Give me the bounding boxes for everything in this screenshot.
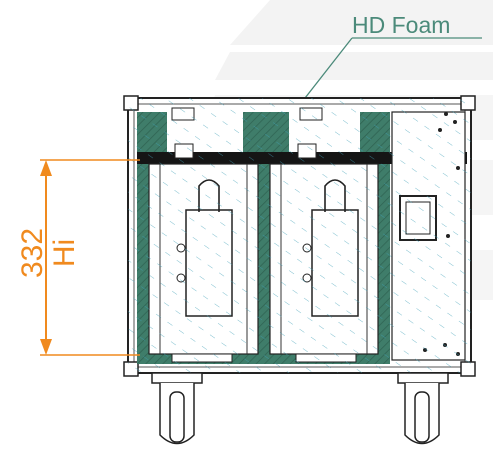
hd-foam-label: HD Foam xyxy=(352,12,451,38)
caster-wheel-icon xyxy=(151,372,203,445)
dimension-unit-label: Hi xyxy=(48,238,81,268)
dimension-332 xyxy=(40,159,140,356)
caster-wheel-icon xyxy=(397,372,449,445)
shell-pattern xyxy=(128,98,471,373)
dimension-value: 332 xyxy=(16,227,49,279)
